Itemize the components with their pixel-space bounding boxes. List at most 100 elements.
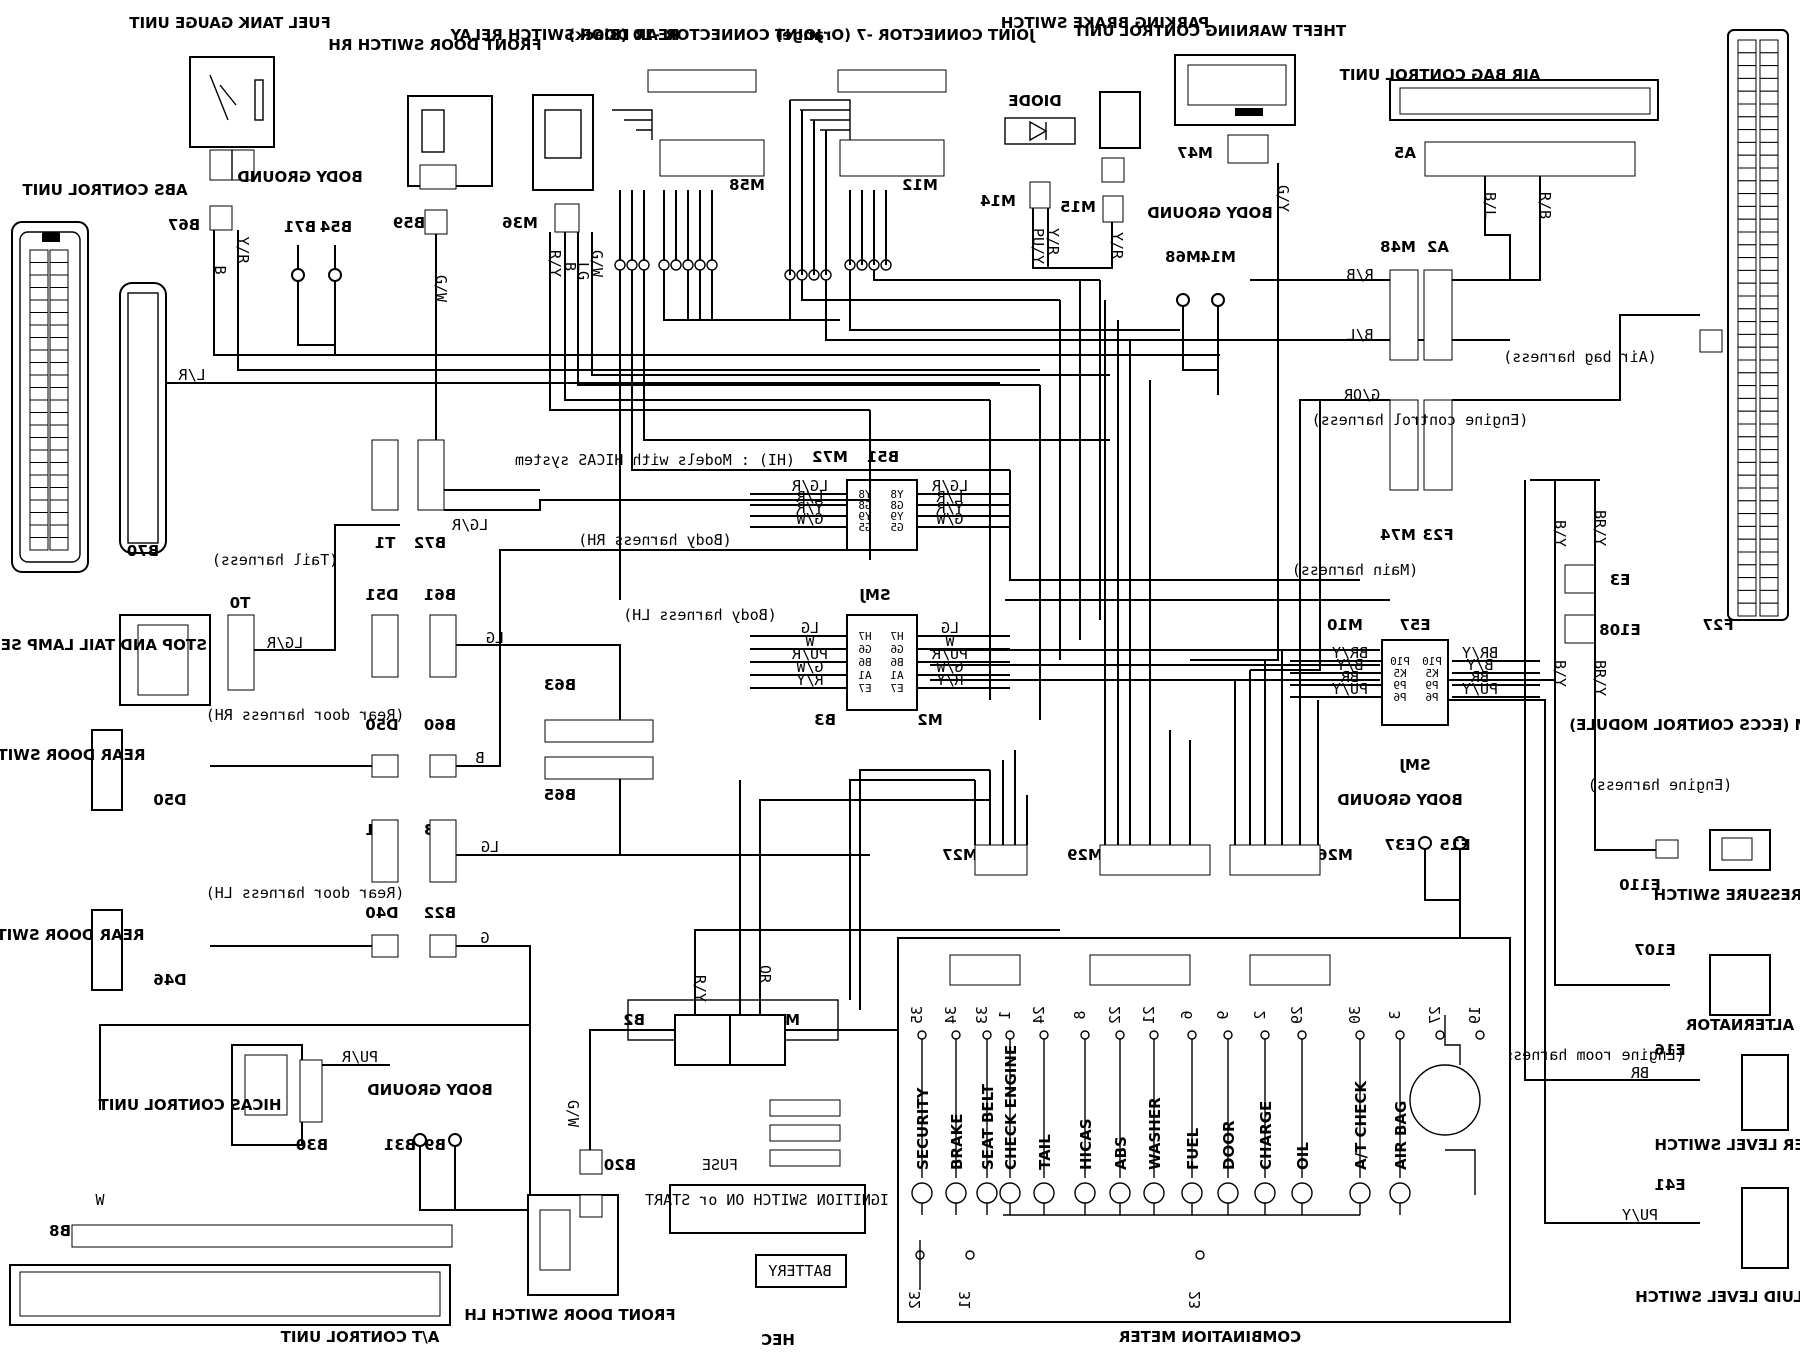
- svg-text:LG/R: LG/R: [266, 634, 303, 652]
- body-ground-b71-b54: BODY GROUND B71 B54: [237, 168, 363, 355]
- air-bag-control-unit: AIR BAG CONTROL UNIT A5 B/L R/B: [1339, 66, 1659, 281]
- brake-fluid-level-switch: BRAKE FLUID LEVEL SWITCH E41 PU/Y: [1448, 699, 1800, 1306]
- conn-b67: B67: [168, 216, 200, 234]
- svg-text:27: 27: [1426, 1006, 1444, 1024]
- svg-text:SMJ: SMJ: [1399, 756, 1430, 774]
- svg-text:G/W: G/W: [564, 1100, 582, 1128]
- svg-text:LG/R: LG/R: [451, 516, 488, 534]
- svg-text:OR: OR: [756, 965, 774, 984]
- svg-text:P10: P10: [1422, 655, 1442, 668]
- svg-text:G5: G5: [890, 521, 903, 534]
- svg-text:A/T CONTROL UNIT: A/T CONTROL UNIT: [280, 1328, 439, 1346]
- svg-text:G8: G8: [858, 499, 871, 512]
- rear-door-switch-lh: REAR DOOR SWITCH LH D46 D40 B22 G: [0, 904, 531, 1110]
- svg-text:Y/R: Y/R: [795, 499, 823, 517]
- svg-text:B59: B59: [393, 214, 425, 232]
- svg-text:FRONT DOOR SWITCH LH: FRONT DOOR SWITCH LH: [464, 1306, 675, 1324]
- svg-text:M12: M12: [902, 176, 938, 194]
- svg-text:K5: K5: [1393, 667, 1406, 680]
- svg-text:B: B: [475, 749, 484, 767]
- svg-text:(Engine control harness): (Engine control harness): [1312, 411, 1529, 429]
- svg-text:(Air bag harness): (Air bag harness): [1503, 348, 1657, 366]
- svg-text:B63: B63: [544, 676, 576, 694]
- svg-text:BATTERY: BATTERY: [768, 1262, 831, 1280]
- b70-connector: B70: [119, 282, 167, 560]
- svg-text:G/W: G/W: [935, 658, 963, 676]
- front-door-rh-label: FRONT DOOR SWITCH RH: [328, 36, 541, 54]
- svg-text:B20: B20: [604, 1156, 636, 1174]
- svg-text:BRAKE FLUID LEVEL SWITCH: BRAKE FLUID LEVEL SWITCH: [1635, 1288, 1800, 1306]
- svg-text:(Body harness LH): (Body harness LH): [623, 606, 777, 624]
- svg-text:G/Y: G/Y: [1274, 185, 1292, 212]
- tail-b72-t1: T1 B72 LG/R: [371, 439, 870, 552]
- svg-text:G/W: G/W: [795, 510, 823, 528]
- svg-text:R/B: R/B: [1536, 192, 1554, 219]
- svg-text:BODY GROUND: BODY GROUND: [367, 1081, 492, 1099]
- joint10-label: JOINT CONNECTOR -10 (Black): [568, 26, 822, 44]
- svg-text:B/Y: B/Y: [1466, 656, 1493, 674]
- svg-text:M58: M58: [729, 176, 765, 194]
- svg-text:Y/R: Y/R: [935, 499, 963, 517]
- joint-connector-10: JOINT CONNECTOR -10 (Black) M58: [568, 26, 1110, 600]
- svg-text:REAR DOOR SWITCH LH: REAR DOOR SWITCH LH: [0, 926, 144, 944]
- d41-b23: D41 B23 LG: [365, 819, 870, 883]
- svg-text:PU/Y: PU/Y: [1332, 680, 1368, 698]
- svg-text:(Engine harness): (Engine harness): [1588, 776, 1733, 794]
- svg-text:FUSE: FUSE: [702, 1156, 738, 1174]
- svg-text:2: 2: [1251, 1010, 1269, 1019]
- svg-text:M27: M27: [942, 846, 978, 864]
- wire-label-b: B: [211, 265, 229, 274]
- combination-meter: COMBINATION METER 35SECURITY34BRAKE33SEA…: [897, 937, 1511, 1346]
- svg-text:R/Y: R/Y: [691, 975, 709, 1002]
- svg-text:8: 8: [1071, 1010, 1089, 1019]
- svg-text:M15: M15: [1060, 198, 1096, 216]
- svg-text:(Engine room harness): (Engine room harness): [1495, 1046, 1685, 1064]
- theft-warning-unit: THEFT WARNING CONTROL UNIT M47 G/Y: [1073, 22, 1346, 661]
- svg-text:R/B: R/B: [1346, 266, 1373, 284]
- svg-text:E41: E41: [1654, 1176, 1685, 1194]
- svg-text:P10: P10: [1390, 655, 1410, 668]
- d51-b61: D51 B61 LG: [365, 586, 621, 680]
- svg-text:PU/Y: PU/Y: [1622, 1206, 1658, 1224]
- svg-text:35: 35: [908, 1006, 926, 1024]
- svg-text:M26: M26: [1317, 846, 1353, 864]
- ecm-module: ECM (ECCS CONTROL MODULE): [1569, 716, 1800, 734]
- svg-text:ALTERNATOR: ALTERNATOR: [1685, 1016, 1794, 1034]
- svg-text:1: 1: [996, 1010, 1014, 1019]
- svg-text:E107: E107: [1634, 941, 1676, 959]
- oil-pressure-switch: E110 OIL PRESSURE SWITCH: [1594, 680, 1800, 904]
- svg-text:OIL PRESSURE SWITCH: OIL PRESSURE SWITCH: [1654, 886, 1800, 904]
- joint7-label: JOINT CONNECTOR -7 (Orange): [775, 26, 1035, 44]
- svg-text:B22: B22: [424, 904, 456, 922]
- svg-text:W: W: [945, 632, 955, 650]
- svg-text:LG: LG: [801, 619, 819, 637]
- conn-b70: B70: [127, 542, 159, 560]
- svg-text:D40: D40: [365, 904, 398, 922]
- svg-text:B71: B71: [284, 218, 316, 236]
- svg-text:E16: E16: [1654, 1041, 1685, 1059]
- svg-text:3: 3: [1386, 1010, 1404, 1019]
- svg-text:BR/Y: BR/Y: [1591, 660, 1609, 696]
- svg-text:P9: P9: [1425, 679, 1438, 692]
- svg-text:M48: M48: [1380, 238, 1416, 256]
- svg-text:K5: K5: [1425, 667, 1438, 680]
- meter-lamp-label: FUEL: [1184, 1127, 1202, 1170]
- svg-text:T1: T1: [375, 534, 396, 552]
- svg-text:B61: B61: [424, 586, 456, 604]
- svg-text:BR/Y: BR/Y: [1591, 510, 1609, 546]
- svg-text:M68: M68: [1165, 248, 1201, 266]
- body-ground-m68-m14: BODY GROUND M68 M14: [1147, 204, 1273, 395]
- svg-text:F27: F27: [1702, 616, 1733, 634]
- svg-text:BODY GROUND: BODY GROUND: [1147, 204, 1272, 222]
- diode-label: DIODE: [1008, 92, 1061, 110]
- svg-text:B/L: B/L: [1346, 326, 1373, 344]
- svg-text:Y/R: Y/R: [1044, 228, 1062, 256]
- svg-text:REAR DOOR SWITCH RH: REAR DOOR SWITCH RH: [0, 746, 145, 764]
- meter-lamp-label: ABS: [1112, 1136, 1130, 1170]
- meter-lamp-label: HICAS: [1077, 1118, 1095, 1170]
- svg-text:E108: E108: [1599, 621, 1641, 639]
- svg-text:LG/R: LG/R: [791, 477, 828, 495]
- svg-text:G5: G5: [858, 521, 871, 534]
- svg-text:M14: M14: [980, 192, 1016, 210]
